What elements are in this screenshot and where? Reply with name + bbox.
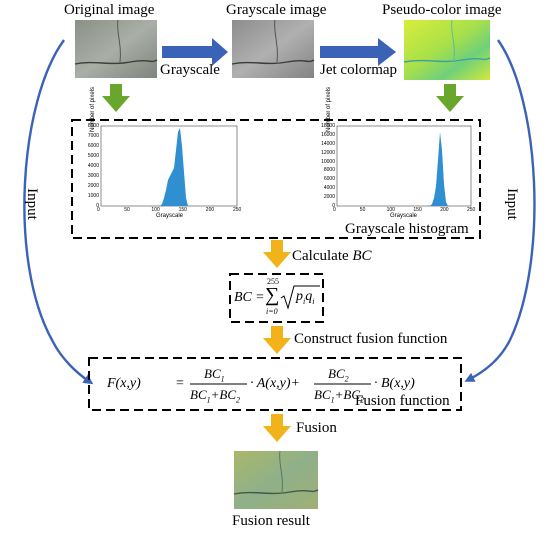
histogram_box.left.yticks-tick: 7000 — [87, 133, 99, 139]
right-input-arrow — [464, 39, 536, 382]
grayscale-arrow — [162, 38, 228, 66]
fusion-b-term: · B(x,y) — [374, 376, 415, 391]
fusion-den2: BC1+BC2 — [314, 387, 365, 405]
histogram_box.right.yticks-tick: 18000 — [321, 123, 335, 129]
histogram_box.right.xticks-tick: 0 — [333, 207, 336, 213]
bc-sum: ∑ — [265, 284, 280, 306]
histogram_box.left.yticks-tick: 8000 — [87, 123, 99, 129]
histogram_box.left.xticks-tick: 200 — [205, 207, 215, 213]
grayscale-image-title: Grayscale image — [226, 2, 327, 18]
left-histogram-bars — [160, 128, 188, 206]
histogram_box.right.yticks-tick: 0 — [332, 203, 335, 209]
pseudo-color-image — [403, 19, 491, 80]
fusion-label: Fusion — [296, 420, 337, 436]
right-histogram — [336, 125, 472, 207]
histogram_box.left.yticks-tick: 1000 — [87, 193, 99, 199]
sqrt-sign — [280, 285, 320, 310]
calculate-label: Calculate BC — [292, 248, 372, 264]
fusion-result-title: Fusion result — [232, 513, 310, 529]
bc-lhs: BC — [234, 290, 252, 305]
histogram_box.left.yticks-tick: 6000 — [87, 143, 99, 149]
green-arrow-left — [102, 84, 130, 112]
fusion-result-image — [233, 450, 319, 509]
fusion-function-label: Fusion function — [355, 393, 450, 409]
fusion-formula-box — [88, 357, 462, 411]
histogram_box.right.xticks-tick: 100 — [386, 207, 395, 213]
construct-label: Construct fusion function — [294, 331, 448, 347]
left-input-arrow — [23, 39, 94, 385]
histogram_box.right.xticks-tick: 150 — [413, 207, 422, 213]
bc-upper: 255 — [267, 277, 279, 286]
grayscale-image — [231, 19, 315, 78]
histogram_box.right.yticks-tick: 6000 — [323, 176, 335, 183]
histogram_box.left.xticks-tick: 250 — [233, 207, 242, 213]
right-histogram-bars — [430, 132, 448, 206]
fusion-arrow — [263, 414, 291, 442]
histogram_box.left.yticks-tick: 2000 — [87, 183, 99, 189]
fusion-num1: BC1 — [204, 366, 225, 384]
histogram_box.left.yticks-tick: 0 — [96, 203, 99, 209]
bc-eq: = — [256, 290, 264, 305]
green-arrow-right — [436, 84, 464, 112]
histogram_box.right.yticks-tick: 2000 — [323, 194, 335, 201]
input-left-label: Input — [23, 188, 40, 220]
histogram_box.right.yticks-tick: 10000 — [321, 158, 335, 165]
fusion-lhs: F(x,y) — [107, 376, 141, 391]
histogram_box.left.xticks-tick: 50 — [124, 207, 130, 213]
bc-term: piqi — [296, 289, 315, 306]
histogram-box — [71, 119, 481, 239]
fusion-a-term: · A(x,y)+ — [250, 376, 300, 391]
histogram_box.left.yticks-tick: 3000 — [87, 173, 99, 179]
grayscale-histogram-label: Grayscale histogram — [345, 221, 469, 237]
left-hist-xlabel: Grayscale — [156, 213, 184, 219]
left-histogram — [100, 125, 238, 207]
grayscale-label: Grayscale — [160, 62, 220, 78]
original-image — [74, 19, 158, 78]
pseudo-image-title: Pseudo-color image — [382, 2, 502, 18]
histogram_box.right.yticks-tick: 14000 — [321, 140, 335, 147]
calculate-arrow — [263, 240, 291, 268]
histogram_box.left.xticks-tick: 0 — [97, 207, 100, 213]
bc-formula-box — [229, 273, 324, 323]
histogram_box.right.xticks-tick: 200 — [440, 207, 449, 213]
jet-arrow — [320, 38, 396, 66]
histogram_box.right.xticks-tick: 50 — [359, 207, 366, 213]
bc-lower: i=0 — [266, 307, 278, 316]
histogram_box.right.yticks-tick: 8000 — [323, 167, 335, 174]
histogram_box.left.yticks-tick: 4000 — [87, 163, 99, 169]
fusion-num2: BC2 — [328, 366, 349, 384]
jet-colormap-label: Jet colormap — [320, 62, 398, 78]
histogram_box.right.yticks-tick: 4000 — [323, 185, 335, 192]
histogram_box.left.yticks-tick: 5000 — [87, 153, 99, 159]
histogram_box.right.xticks-tick: 250 — [467, 207, 476, 213]
histogram_box.left.xticks-tick: 100 — [151, 207, 160, 213]
right-hist-xlabel: Grayscale — [390, 213, 418, 219]
original-image-title: Original image — [64, 2, 155, 18]
fusion-eq: = — [176, 376, 184, 391]
histogram_box.right.yticks-tick: 12000 — [321, 149, 335, 156]
fusion-den1: BC1+BC2 — [190, 387, 241, 405]
histogram_box.left.xticks-tick: 150 — [178, 207, 187, 213]
input-right-label: Input — [503, 188, 520, 220]
construct-arrow — [263, 326, 291, 354]
histogram_box.right.yticks-tick: 16000 — [321, 131, 335, 138]
